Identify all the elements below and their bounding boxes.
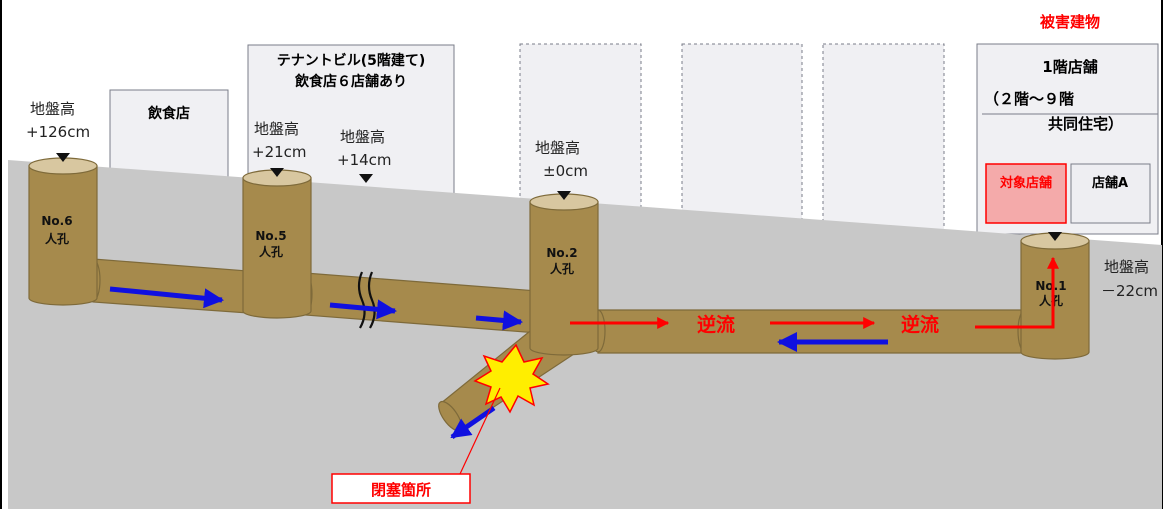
manhole-no2-number: No.2 <box>546 246 577 260</box>
backflow-label-2: 逆流 <box>901 313 939 336</box>
shop-a-box <box>1070 163 1151 224</box>
level-value-5: －22cm <box>1101 282 1158 300</box>
level-label-4: 地盤高 <box>535 139 580 157</box>
flow-arrow-2 <box>329 299 397 320</box>
flow-arrow-1 <box>109 286 224 309</box>
manhole-no6-kind: 人孔 <box>45 231 69 246</box>
level-value-1: +126cm <box>26 123 90 141</box>
target-shop-label: 対象店舗 <box>999 175 1052 191</box>
level-value-4: ±0cm <box>543 162 588 180</box>
level-value-2: +21cm <box>252 143 307 161</box>
dashed-building-3 <box>822 43 945 235</box>
manhole-no5-number: No.5 <box>255 229 286 243</box>
restaurant-label: 飲食店 <box>147 105 190 122</box>
level-label-5: 地盤高 <box>1104 258 1149 276</box>
dashed-building-2 <box>681 43 803 220</box>
level-marker-no5 <box>270 168 284 177</box>
manhole-no5-kind: 人孔 <box>259 244 283 259</box>
tenant-building: テナントビル(5階建て) 飲食店６店舗あり <box>247 44 455 199</box>
level-marker-14 <box>359 174 373 183</box>
blockage-burst-icon <box>473 343 550 414</box>
level-label-1: 地盤高 <box>30 100 75 118</box>
backflow-arrows <box>570 256 1059 329</box>
tenant-building-label: テナントビル(5階建て) <box>277 52 426 69</box>
manhole-no6-number: No.6 <box>41 214 72 228</box>
damaged-building-floor1: 1階店舗 <box>1042 58 1097 76</box>
damaged-building-residence: 共同住宅） <box>1048 115 1123 133</box>
damaged-building: 被害建物 1階店舗 （２階～９階 共同住宅） 対象店舗 店舗A <box>976 13 1159 235</box>
flow-arrow-3 <box>475 310 523 331</box>
level-marker-no1 <box>1048 232 1062 241</box>
manholes <box>28 157 1090 360</box>
level-label-2: 地盤高 <box>254 120 299 138</box>
level-marker-no2 <box>557 191 571 200</box>
dashed-building-1 <box>519 43 642 213</box>
damaged-building-floors: （２階～９階 <box>984 90 1074 108</box>
level-markers <box>56 153 1062 241</box>
level-marker-no6 <box>56 153 70 162</box>
shop-a-label: 店舗A <box>1092 175 1128 191</box>
pipe-break-mark <box>357 271 376 329</box>
blockage-label: 閉塞箇所 <box>371 481 431 499</box>
manhole-no1-number: No.1 <box>1035 279 1066 293</box>
damaged-building-heading: 被害建物 <box>1040 13 1100 31</box>
level-value-3: +14cm <box>337 151 392 169</box>
manhole-no5 <box>242 169 312 319</box>
manhole-no1-kind: 人孔 <box>1039 293 1063 308</box>
manhole-no6 <box>28 157 98 306</box>
blockage-pointer-line <box>459 387 501 475</box>
backflow-arrow-3 <box>975 256 1059 329</box>
target-shop-box <box>985 163 1067 224</box>
manhole-no2-kind: 人孔 <box>550 261 574 276</box>
pipe-no2-no1 <box>597 309 1026 354</box>
restaurant-building: 飲食店 <box>109 89 229 181</box>
manhole-no2 <box>529 193 599 356</box>
blockage-label-box <box>331 473 471 504</box>
backflow-label-1: 逆流 <box>697 313 735 336</box>
normal-flow-arrows <box>109 286 888 440</box>
level-label-3: 地盤高 <box>340 128 385 146</box>
tenant-building-shops-label: 飲食店６店舗あり <box>294 73 407 90</box>
flow-arrow-5 <box>450 405 496 440</box>
